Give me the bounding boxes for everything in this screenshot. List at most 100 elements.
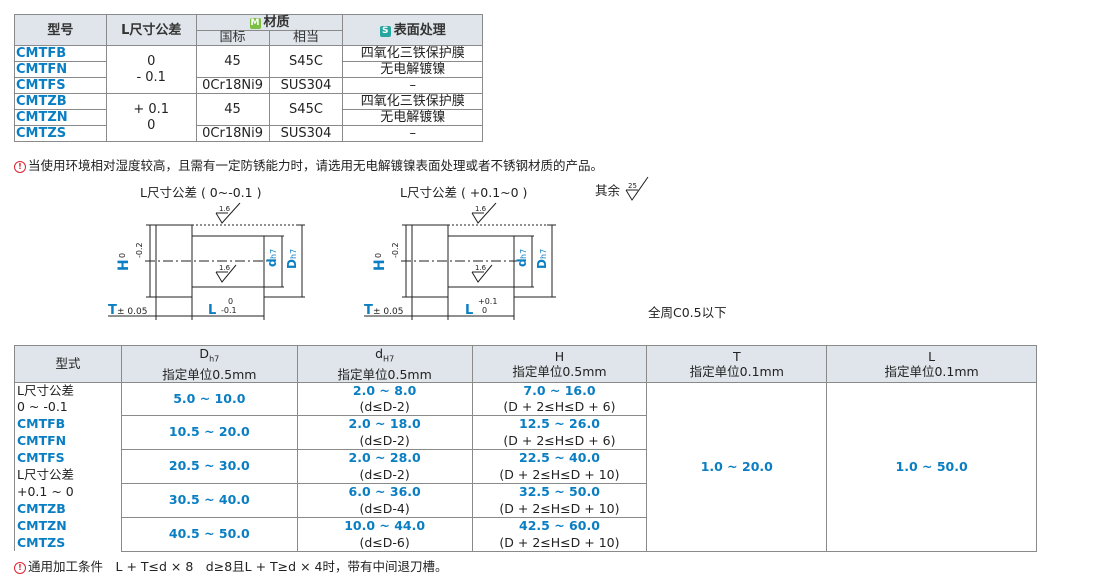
svg-text:1.6: 1.6 bbox=[219, 264, 231, 272]
svg-text:0: 0 bbox=[482, 306, 487, 315]
H-cond-cell: (D + 2≤H≤D + 10) bbox=[471, 500, 648, 518]
header-type: 型式 bbox=[14, 345, 122, 383]
d-cond-cell: (d≤D-2) bbox=[296, 398, 473, 416]
d-range-cell: 2.0 ~ 18.0 bbox=[296, 414, 473, 433]
model-link[interactable]: CMTZS bbox=[17, 534, 66, 550]
table-row: (d≤D-6) (D + 2≤H≤D + 10) bbox=[15, 534, 1037, 552]
H-range-cell: 22.5 ~ 40.0 bbox=[471, 448, 648, 467]
label-L: L bbox=[208, 303, 216, 318]
note-top: !当使用环境相对湿度较高，且需有一定防锈能力时，请选用无电解镀镍表面处理或者不锈… bbox=[14, 155, 603, 174]
H-range-cell: 32.5 ~ 50.0 bbox=[471, 482, 648, 501]
model-cell[interactable]: CMTFN bbox=[14, 61, 107, 78]
T-range-cell: 1.0 ~ 20.0 bbox=[646, 381, 828, 552]
drawing-right: L尺寸公差 ( +0.1~0 ) 1.6 1.6 bbox=[364, 185, 556, 320]
table-row: L尺寸公差 0 ~ -0.1 CMTFB CMTFN CMTFS L尺寸公差 +… bbox=[14, 381, 1037, 552]
H-cond-cell: (D + 2≤H≤D + 10) bbox=[471, 466, 648, 484]
svg-text:± 0.05: ± 0.05 bbox=[373, 307, 403, 317]
model-cell[interactable]: CMTZB bbox=[14, 93, 107, 110]
d-range-cell: 6.0 ~ 36.0 bbox=[296, 482, 473, 501]
label-T: T bbox=[364, 303, 373, 318]
note-bottom: !通用加工条件 L + T≤d × 8 d≥8且L + T≥d × 4时，带有中… bbox=[14, 556, 447, 575]
svg-text:h7: h7 bbox=[539, 249, 548, 259]
model-link[interactable]: CMTZB bbox=[17, 500, 66, 516]
model-cell[interactable]: CMTFS bbox=[14, 77, 107, 94]
warning-icon: ! bbox=[14, 161, 26, 173]
surface-cell: 无电解镀镍 bbox=[342, 61, 483, 78]
surface-cell: – bbox=[342, 77, 483, 94]
table-row: 10.5 ~ 20.0 2.0 ~ 18.0 12.5 ~ 26.0 bbox=[15, 414, 1037, 450]
material-equiv-cell: SUS304 bbox=[268, 125, 344, 142]
H-range-cell: 7.0 ~ 16.0 bbox=[471, 381, 648, 399]
label-D: D bbox=[535, 259, 549, 269]
label-H: H bbox=[116, 259, 132, 271]
rest-roughness: 其余 25 bbox=[595, 176, 649, 201]
H-range-cell: 42.5 ~ 60.0 bbox=[471, 516, 648, 535]
surface-cell: 四氧化三铁保护膜 bbox=[342, 93, 483, 110]
svg-text:h7: h7 bbox=[289, 249, 298, 259]
ltol-cell: 0- 0.1 bbox=[105, 45, 197, 94]
svg-text:25: 25 bbox=[628, 182, 637, 190]
surface-badge-icon: S bbox=[379, 25, 391, 37]
model-cell[interactable]: CMTZS bbox=[14, 125, 107, 142]
chamfer-note: 全周C0.5以下 bbox=[648, 305, 727, 320]
material-badge-icon: M bbox=[249, 18, 261, 29]
technical-drawings: L尺寸公差 ( 0~-0.1 ) 1.6 1.6 H 0 bbox=[108, 176, 727, 320]
D-range-cell: 40.5 ~ 50.0 bbox=[120, 516, 298, 552]
header-equiv: 相当 bbox=[268, 30, 344, 46]
rest-label: 其余 bbox=[595, 183, 621, 198]
D-range-cell: 10.5 ~ 20.0 bbox=[120, 414, 298, 450]
material-std-cell: 0Cr18Ni9 bbox=[195, 77, 270, 94]
material-std-cell: 45 bbox=[195, 45, 270, 78]
material-std-cell: 0Cr18Ni9 bbox=[195, 125, 270, 142]
d-cond-cell: (d≤D-6) bbox=[296, 534, 473, 552]
svg-text:0: 0 bbox=[228, 297, 233, 306]
table-row: 30.5 ~ 40.0 6.0 ~ 36.0 32.5 ~ 50.0 bbox=[15, 482, 1037, 518]
svg-text:0: 0 bbox=[118, 253, 127, 258]
drawing-left-title: L尺寸公差 ( 0~-0.1 ) bbox=[140, 185, 261, 200]
D-range-cell: 20.5 ~ 30.0 bbox=[120, 448, 298, 484]
spec-subheader-row: 国标 相当 bbox=[15, 30, 483, 46]
label-H: H bbox=[372, 259, 388, 271]
drawing-right-title: L尺寸公差 ( +0.1~0 ) bbox=[400, 185, 527, 200]
svg-text:± 0.05: ± 0.05 bbox=[117, 307, 147, 317]
warning-icon: ! bbox=[14, 562, 26, 574]
label-d: d bbox=[265, 258, 279, 267]
table-row: (d≤D-2) (D + 2≤H≤D + 6) bbox=[15, 432, 1037, 450]
roughness-icon bbox=[625, 176, 649, 201]
table-row: 20.5 ~ 30.0 2.0 ~ 28.0 22.5 ~ 40.0 bbox=[15, 448, 1037, 484]
table-row: (d≤D-4) (D + 2≤H≤D + 10) bbox=[15, 500, 1037, 518]
model-link[interactable]: CMTZN bbox=[17, 517, 67, 533]
table-row: CMTZS 0Cr18Ni9 SUS304 – bbox=[14, 125, 483, 142]
drawing-left: L尺寸公差 ( 0~-0.1 ) 1.6 1.6 bbox=[108, 185, 305, 320]
model-link[interactable]: CMTFN bbox=[17, 433, 67, 449]
model-cell[interactable]: CMTFB bbox=[14, 45, 107, 62]
d-range-cell: 10.0 ~ 44.0 bbox=[296, 516, 473, 535]
model-link[interactable]: CMTFS bbox=[17, 450, 65, 466]
header-model: 型号 bbox=[14, 14, 107, 46]
surface-cell: 四氧化三铁保护膜 bbox=[342, 45, 483, 62]
label-D: D bbox=[285, 259, 299, 269]
d-cond-cell: (d≤D-4) bbox=[296, 500, 473, 518]
table-row: CMTFS 0Cr18Ni9 SUS304 – bbox=[14, 77, 483, 94]
table-row: (d≤D-2) (D + 2≤H≤D + 10) bbox=[15, 466, 1037, 484]
material-equiv-cell: SUS304 bbox=[268, 77, 344, 94]
model-cell[interactable]: CMTZN bbox=[14, 109, 107, 126]
table-row: CMTFB 0- 0.1 45 S45C 四氧化三铁保护膜 bbox=[14, 45, 483, 94]
material-equiv-cell: S45C bbox=[268, 45, 344, 78]
model-link[interactable]: CMTFB bbox=[17, 416, 66, 432]
svg-text:1.6: 1.6 bbox=[475, 264, 487, 272]
label-T: T bbox=[108, 303, 117, 318]
d-cond-cell: (d≤D-2) bbox=[296, 432, 473, 450]
table-row: 40.5 ~ 50.0 10.0 ~ 44.0 42.5 ~ 60.0 bbox=[15, 516, 1037, 552]
material-equiv-cell: S45C bbox=[268, 93, 344, 126]
